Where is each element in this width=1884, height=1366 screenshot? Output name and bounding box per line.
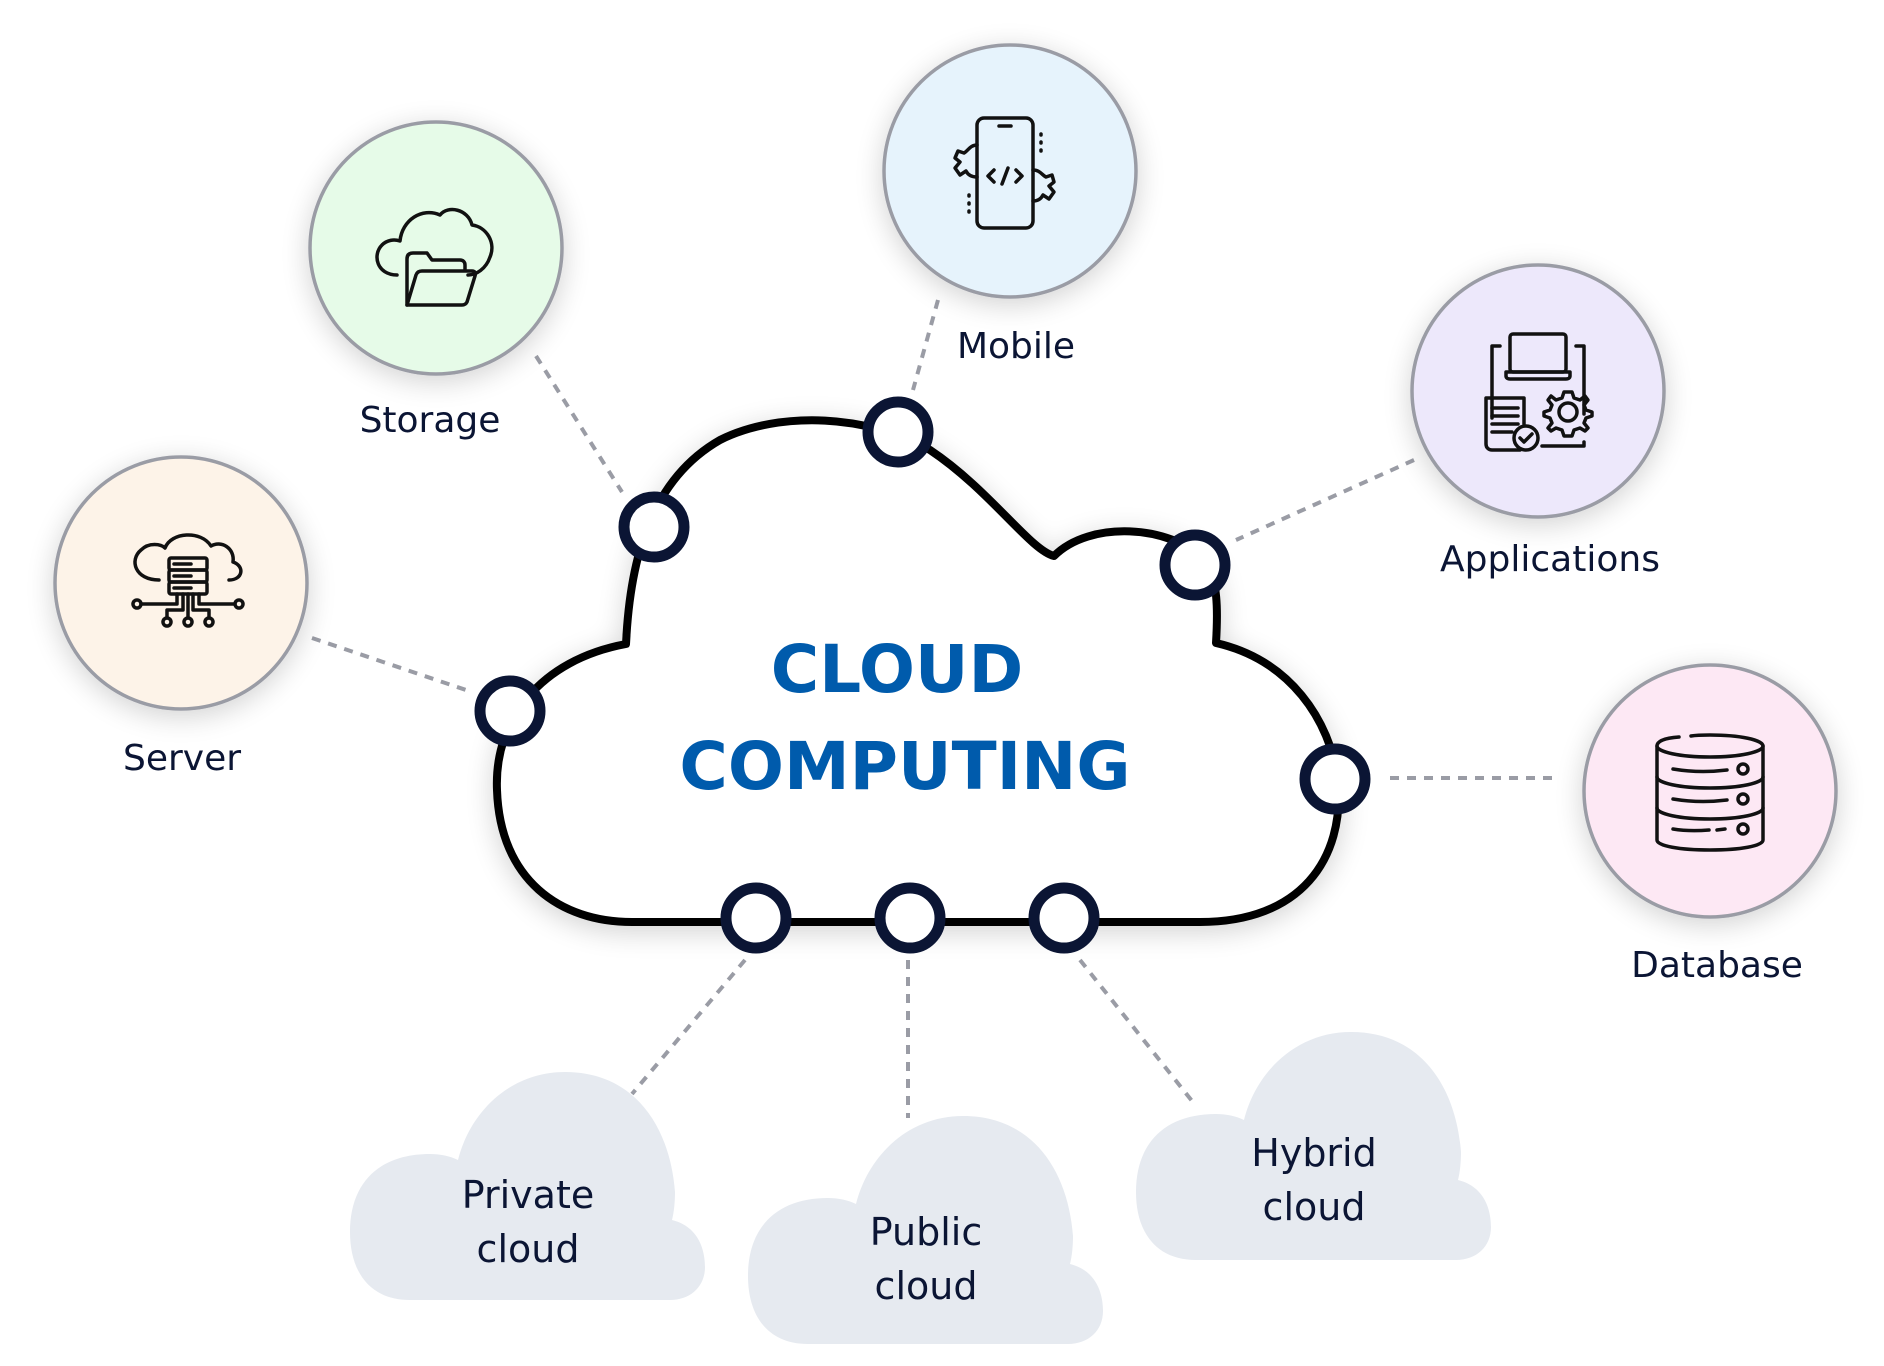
node-storage[interactable] [618, 491, 690, 563]
applications-circle [1410, 263, 1666, 519]
public-label-line2: cloud [875, 1264, 978, 1308]
mobile-label: Mobile [957, 326, 1075, 367]
public-label-line1: Public [870, 1210, 982, 1254]
connector-storage [534, 354, 624, 494]
service-server[interactable]: Server [53, 455, 309, 779]
connector-nodes [474, 396, 1371, 954]
connectors [311, 299, 1555, 1118]
deployment-hybrid[interactable]: Hybrid cloud [1136, 1032, 1491, 1260]
hybrid-label-line2: cloud [1263, 1185, 1366, 1229]
title-line2: COMPUTING [679, 728, 1130, 805]
node-hybrid[interactable] [1028, 882, 1100, 954]
service-applications[interactable]: Applications [1410, 263, 1666, 580]
deployment-public[interactable]: Public cloud [748, 1116, 1103, 1344]
service-database[interactable]: Database [1582, 663, 1838, 986]
database-label: Database [1631, 945, 1803, 986]
node-mobile[interactable] [862, 396, 934, 468]
mobile-code-icon [953, 116, 1056, 230]
service-mobile[interactable]: Mobile [882, 43, 1138, 367]
private-label-line1: Private [462, 1173, 594, 1217]
title-line1: CLOUD [771, 631, 1024, 708]
connector-private [630, 958, 747, 1096]
applications-label: Applications [1440, 539, 1660, 580]
storage-circle [308, 120, 564, 376]
node-private[interactable] [720, 882, 792, 954]
cloud-folder-icon [375, 207, 494, 307]
hybrid-label-line1: Hybrid [1251, 1131, 1377, 1175]
app-settings-icon [1484, 332, 1594, 452]
node-database[interactable] [1299, 743, 1371, 815]
node-applications[interactable] [1159, 529, 1231, 601]
private-label-line2: cloud [477, 1227, 580, 1271]
deployment-private[interactable]: Private cloud [350, 1072, 705, 1300]
service-storage[interactable]: Storage [308, 120, 564, 441]
server-label: Server [123, 738, 241, 779]
cloud-server-icon [131, 533, 245, 628]
node-public[interactable] [874, 882, 946, 954]
connector-mobile [911, 299, 940, 391]
connector-applications [1235, 458, 1415, 542]
database-circle [1582, 663, 1838, 919]
connector-hybrid [1078, 958, 1198, 1108]
node-server[interactable] [474, 675, 546, 747]
database-icon [1655, 733, 1765, 852]
storage-label: Storage [360, 400, 501, 441]
mobile-circle [882, 43, 1138, 299]
connector-server [311, 636, 467, 692]
